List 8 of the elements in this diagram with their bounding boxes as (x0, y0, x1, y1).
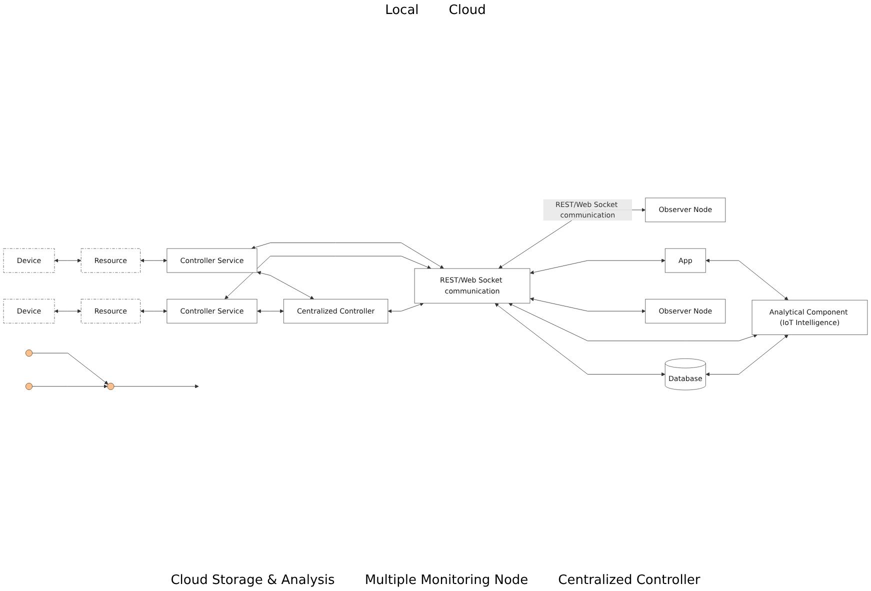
text-label: Multiple Monitoring Node (364, 573, 528, 588)
text-label: Centralized Controller (558, 573, 700, 588)
node-circle (107, 382, 114, 390)
text-label: Local (385, 3, 419, 18)
node-circle (25, 350, 33, 357)
text-label: Cloud Storage & Analysis (170, 573, 335, 588)
text-label: Cloud (448, 3, 486, 18)
node-circle (25, 382, 33, 390)
